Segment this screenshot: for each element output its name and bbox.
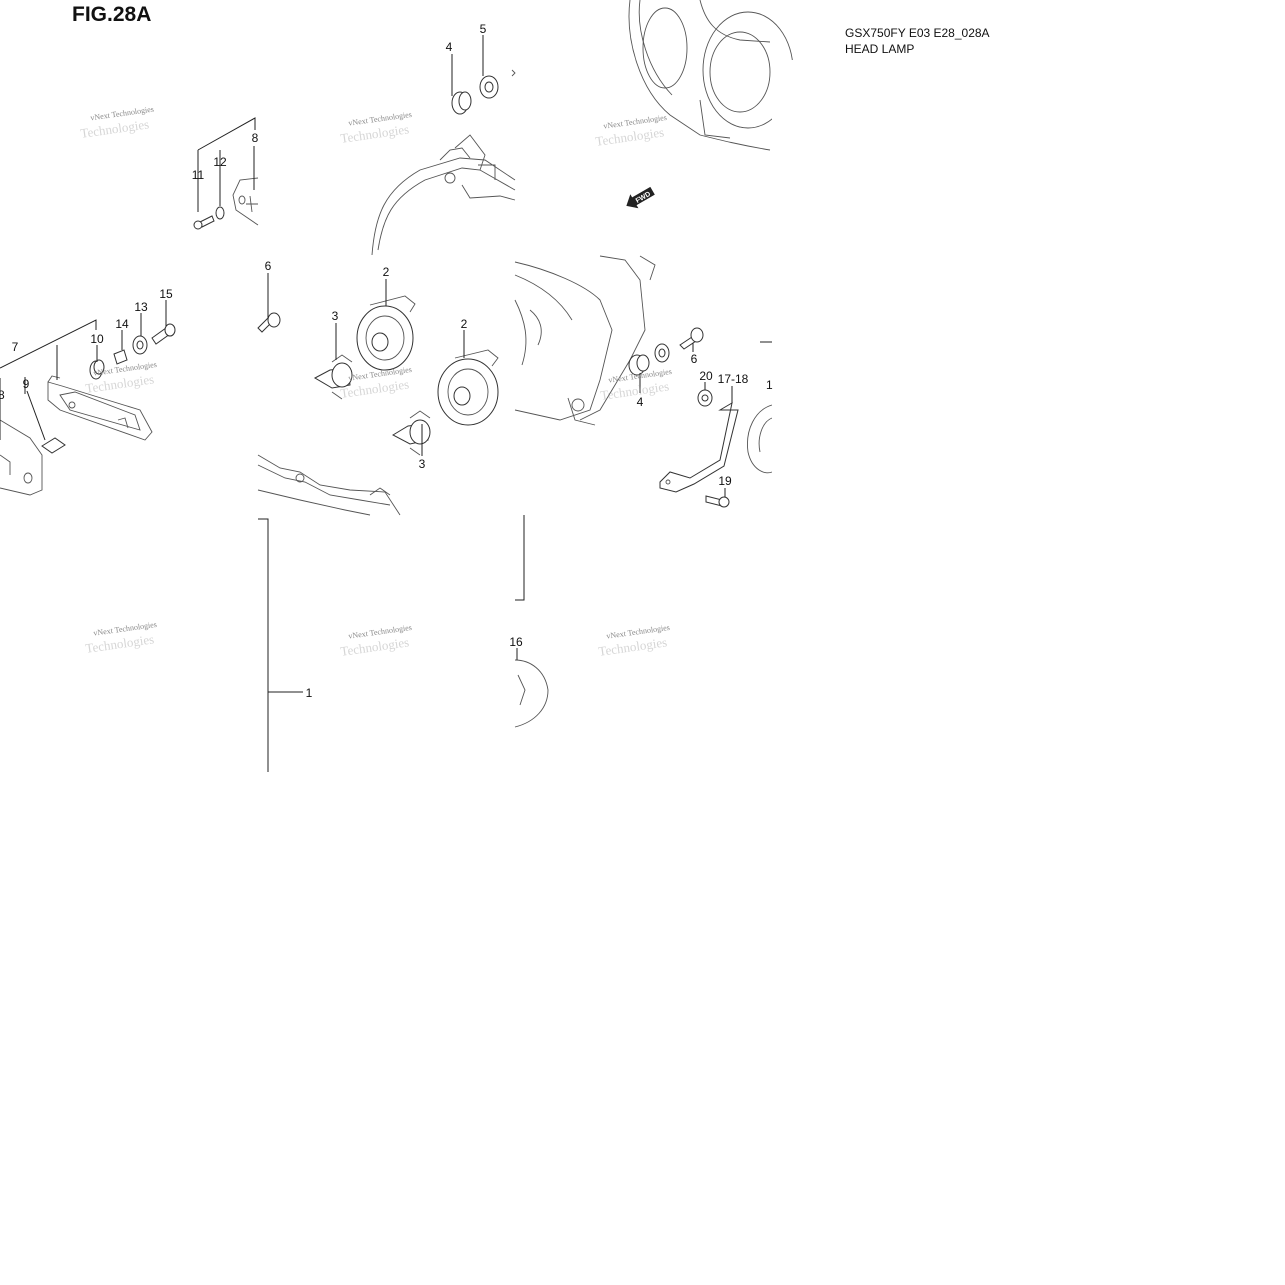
callout-9: 9 (23, 377, 30, 391)
callout-4-right: 4 (637, 395, 644, 409)
watermark-3: vNext Technologies Technologies (594, 113, 667, 149)
callout-1: 1 (306, 686, 313, 700)
bulb-cover-2b (437, 349, 499, 426)
callout-14: 14 (115, 317, 129, 331)
bracket-group-7 (0, 319, 97, 440)
bulb-3a (313, 354, 353, 400)
headlamp-housing-left (371, 134, 516, 256)
bracket-group-8 (197, 117, 256, 212)
callout-2-left: 2 (383, 265, 390, 279)
bolt-15 (151, 323, 176, 345)
screw-11 (193, 215, 215, 230)
callout-2-right: 2 (461, 317, 468, 331)
watermark-1: vNext Technologies Technologies (79, 105, 154, 141)
callout-6-right: 6 (691, 352, 698, 366)
upper-cowl-fragment (628, 0, 794, 151)
callout-10: 10 (90, 332, 104, 346)
bracket-plate-7 (47, 375, 153, 441)
callout-16: 16 (509, 635, 523, 649)
fwd-label: FWD (635, 191, 652, 205)
bulb-cover-2a (356, 295, 416, 371)
watermark-7: vNext Technologies Technologies (84, 620, 157, 656)
callout-1-right: 1 (766, 378, 773, 392)
callout-17-18: 17-18 (718, 372, 749, 386)
callout-3-bottom: 3 (419, 457, 426, 471)
bolt-6a (257, 312, 281, 333)
figure-title: FIG.28A (72, 3, 152, 26)
callout-8: 8 (252, 131, 259, 145)
model-info: GSX750FY E03 E28_028A HEAD LAMP (845, 25, 990, 57)
callout-15: 15 (159, 287, 173, 301)
washer-6b (654, 343, 670, 363)
fwd-arrow-icon: FWD (626, 186, 655, 209)
lamp-right-fragment (747, 404, 773, 474)
watermark-9: vNext Technologies Technologies (597, 623, 670, 659)
spacer-14 (113, 349, 128, 365)
section-name: HEAD LAMP (845, 42, 915, 56)
grommet-4b (628, 354, 650, 376)
washer-13 (132, 335, 148, 355)
headlamp-lower-fragment (257, 454, 401, 516)
callout-20: 20 (699, 369, 713, 383)
nut-20 (697, 389, 713, 407)
washer-5 (479, 75, 499, 99)
position-lamp-fragment (0, 419, 43, 496)
lens-fragment-16 (514, 659, 549, 728)
screw-19 (705, 495, 730, 508)
callout-13: 13 (134, 300, 148, 314)
callout-7: 7 (12, 340, 19, 354)
model-code: GSX750FY E03 E28_028A (845, 26, 990, 40)
watermark-2: vNext Technologies Technologies (339, 110, 412, 146)
assembly-bracket-1 (258, 515, 525, 772)
lens-fragment-8 (232, 177, 259, 226)
bolt-6b (679, 327, 704, 350)
grommet-10 (89, 359, 105, 380)
callout-4-top: 4 (446, 40, 453, 54)
watermark-8: vNext Technologies Technologies (339, 623, 412, 659)
bulb-9 (41, 437, 66, 454)
callout-3-top: 3 (332, 309, 339, 323)
leader-lines (26, 35, 733, 660)
callout-5: 5 (480, 22, 487, 36)
grommet-4a (451, 91, 472, 115)
tile-mask (772, 60, 832, 780)
bulb-3b (391, 410, 431, 456)
callout-11: 11 (192, 168, 205, 182)
callout-12: 12 (213, 155, 227, 169)
callout-labels: 4 5 8 12 11 6 2 2 3 3 15 13 14 10 7 9 8 … (0, 22, 773, 700)
bracket-17-18 (659, 402, 739, 493)
callout-6-left: 6 (265, 259, 272, 273)
callout-8-left: 8 (0, 388, 5, 402)
callout-19: 19 (718, 474, 732, 488)
washer-12 (215, 206, 225, 220)
clip-fragment (511, 69, 516, 77)
headlamp-housing-right (514, 255, 656, 426)
